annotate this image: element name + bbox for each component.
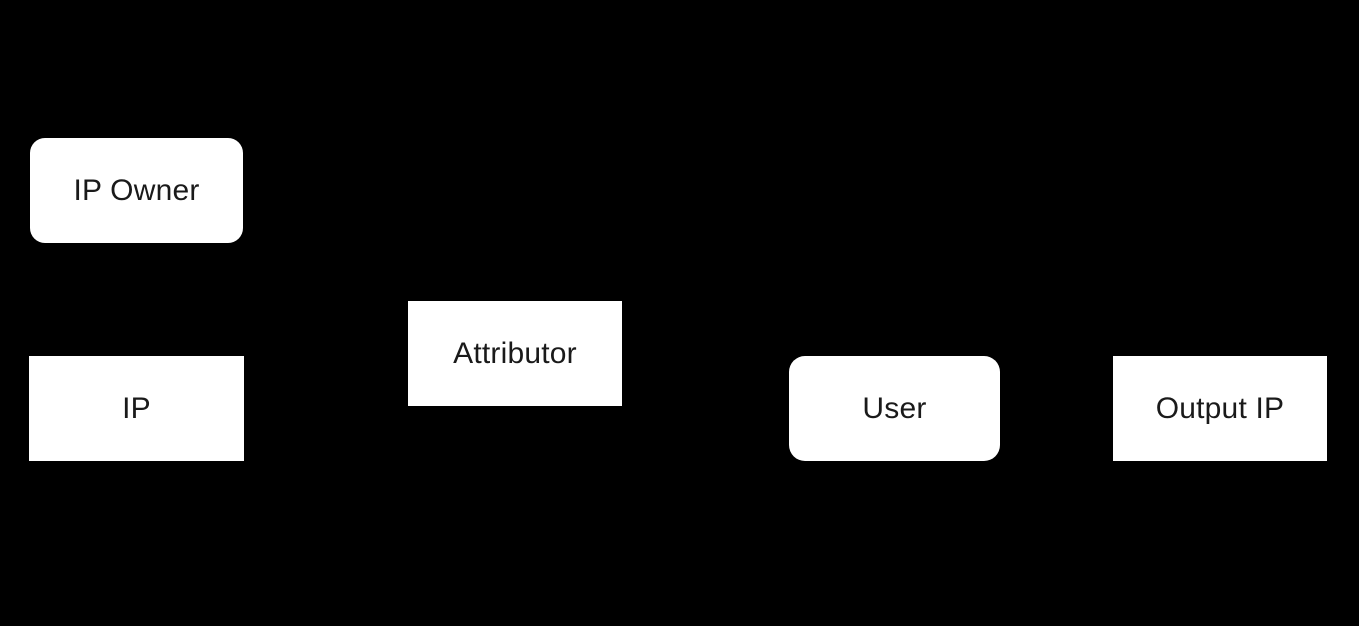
node-user[interactable]: User [789,356,1000,461]
node-ip-label: IP [122,391,151,425]
node-output-ip-label: Output IP [1155,391,1285,425]
node-ip[interactable]: IP [29,356,244,461]
node-user-label: User [862,391,927,425]
node-output-ip[interactable]: Output IP [1113,356,1327,461]
node-ip-owner-label: IP Owner [73,173,200,207]
node-attributor[interactable]: Attributor [408,301,622,406]
node-ip-owner[interactable]: IP Owner [30,138,243,243]
node-attributor-label: Attributor [453,336,577,370]
